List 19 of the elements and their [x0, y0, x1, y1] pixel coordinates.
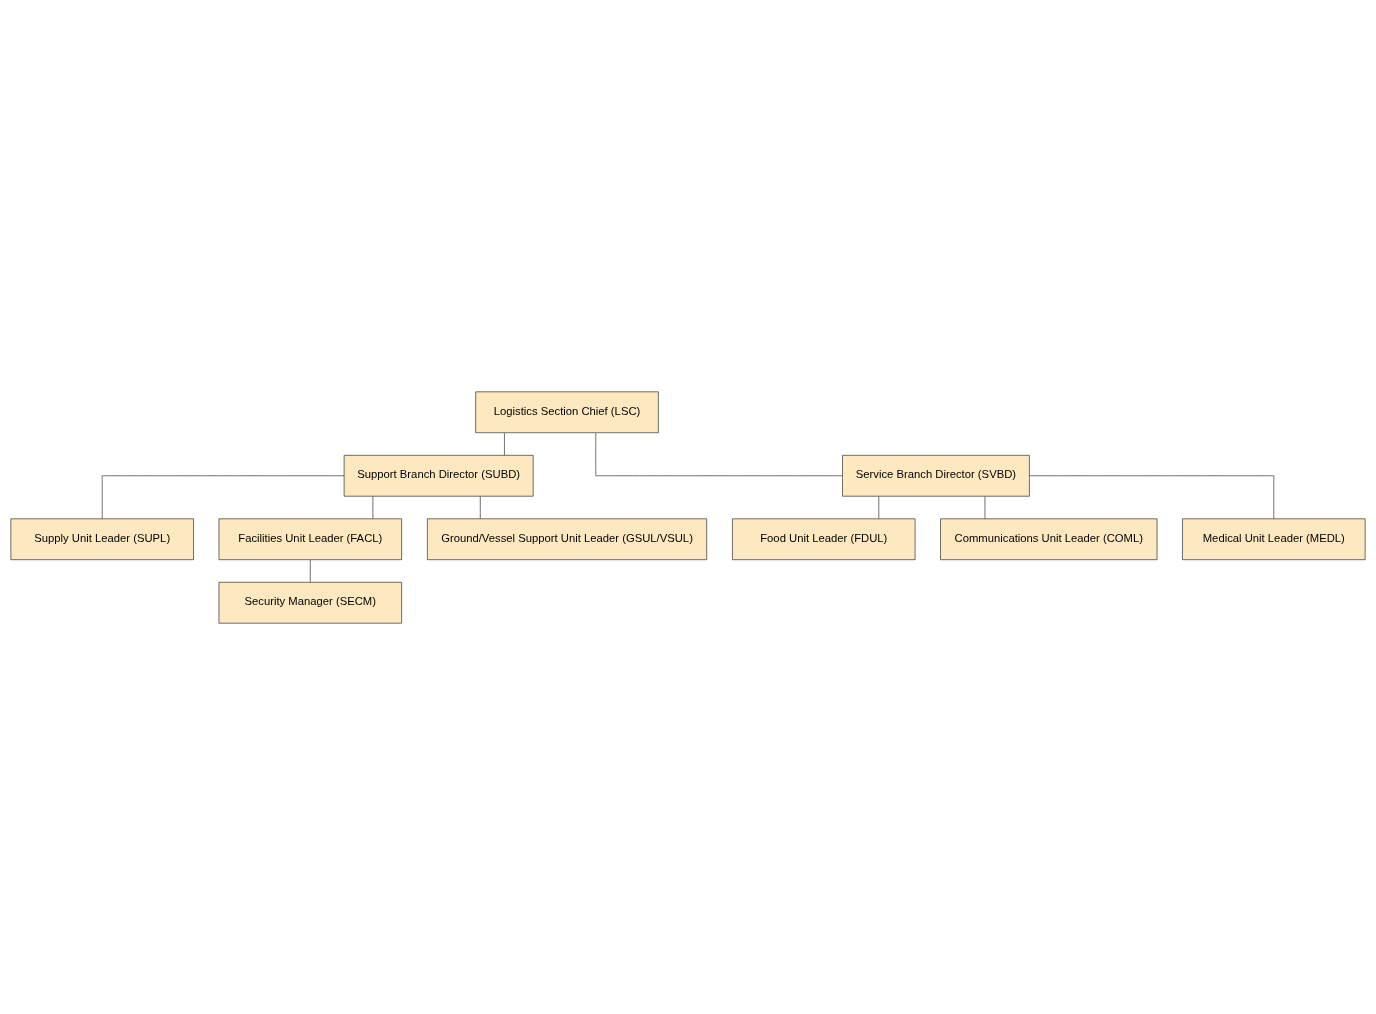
- node-box: Food Unit Leader (FDUL): [732, 517, 916, 560]
- node-box: Facilities Unit Leader (FACL): [218, 517, 402, 560]
- connector: [878, 495, 880, 519]
- node-box: Medical Unit Leader (MEDL): [1182, 517, 1366, 560]
- node-box: Supply Unit Leader (SUPL): [10, 517, 194, 560]
- node-box: Logistics Section Chief (LSC): [475, 390, 659, 433]
- connector: [101, 474, 345, 519]
- connector: [1029, 474, 1275, 519]
- connector: [984, 495, 986, 519]
- node-box: Support Branch Director (SUBD): [343, 454, 534, 497]
- connector: [372, 495, 374, 519]
- node-box: Service Branch Director (SVBD): [842, 454, 1030, 497]
- node-box: Security Manager (SECM): [218, 581, 402, 624]
- connector: [309, 559, 311, 582]
- connector: [479, 495, 481, 519]
- node-box: Communications Unit Leader (COML): [940, 517, 1158, 560]
- node-box: Ground/Vessel Support Unit Leader (GSUL/VSUL): [427, 517, 708, 560]
- connector: [595, 432, 843, 476]
- connector: [504, 432, 505, 455]
